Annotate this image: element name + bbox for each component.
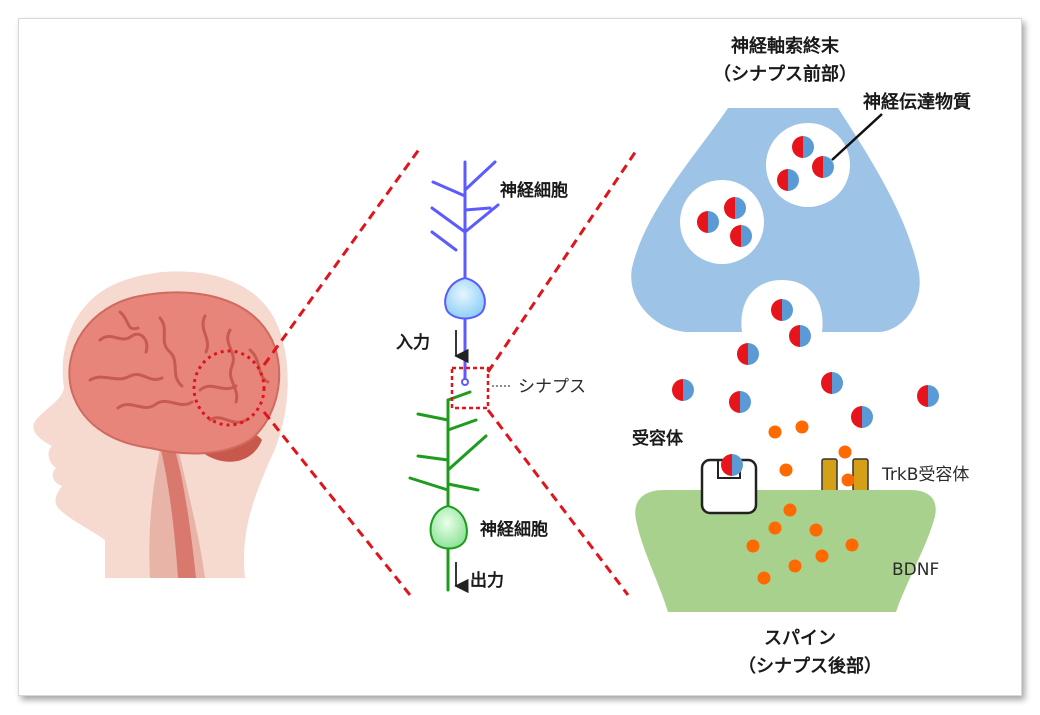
label-trkb-receptor: TrkB受容体 xyxy=(881,465,969,485)
bdnf-molecule xyxy=(768,425,782,439)
neurotransmitter-molecule xyxy=(812,156,834,178)
label-neuron-top: 神経細胞 xyxy=(500,180,568,201)
neurotransmitter-molecule xyxy=(789,325,811,347)
label-neurotransmitter: 神経伝達物質 xyxy=(863,91,971,113)
bdnf-molecule xyxy=(809,523,823,537)
neurotransmitter-molecule xyxy=(917,385,939,407)
neurotransmitter-molecule xyxy=(724,197,746,219)
neurotransmitter-molecule xyxy=(729,391,751,413)
neuron-top xyxy=(430,160,500,382)
brain-focus-circle xyxy=(192,349,266,427)
bdnf-molecules xyxy=(746,420,859,585)
neurotransmitter-molecule xyxy=(697,211,719,233)
label-presynaptic-title: 神経軸索終末 xyxy=(731,35,840,57)
label-spine-sub: （シナプス後部） xyxy=(738,655,882,677)
label-presynaptic-sub: （シナプス前部） xyxy=(713,63,857,85)
neurotransmitter-molecule xyxy=(721,454,743,476)
label-bdnf: BDNF xyxy=(892,560,939,580)
bdnf-molecule xyxy=(757,571,771,585)
vesicle-2 xyxy=(680,180,764,264)
neuron-bottom-soma xyxy=(429,504,468,550)
neurotransmitter-molecule xyxy=(672,379,694,401)
neurotransmitter-molecule xyxy=(851,406,873,428)
brain-sulci xyxy=(88,310,270,424)
zoom-lines xyxy=(262,147,640,596)
neurotransmitter-molecule xyxy=(821,372,843,394)
bdnf-molecule xyxy=(779,463,793,477)
label-input: 入力 xyxy=(396,332,430,353)
spine xyxy=(635,490,936,612)
neurotransmitter-molecule xyxy=(777,169,799,191)
label-output: 出力 xyxy=(470,570,504,591)
neuron-top-soma xyxy=(444,276,486,320)
bdnf-molecule xyxy=(838,445,852,459)
bdnf-molecule xyxy=(815,549,829,563)
bdnf-molecule xyxy=(783,503,797,517)
head-illustration xyxy=(33,271,288,578)
label-neuron-bottom: 神経細胞 xyxy=(480,519,548,540)
neurotransmitter-pointer xyxy=(831,113,883,161)
bdnf-molecule xyxy=(768,521,782,535)
axon-terminal xyxy=(461,378,469,386)
vesicle-1 xyxy=(766,123,850,207)
bdnf-molecule xyxy=(845,538,859,552)
neurotransmitter-molecule xyxy=(792,136,814,158)
bdnf-molecule xyxy=(788,559,802,573)
label-synapse: シナプス xyxy=(518,377,586,397)
label-spine-title: スパイン xyxy=(764,628,836,649)
bdnf-molecule xyxy=(746,539,760,553)
neurotransmitter-molecule xyxy=(730,225,752,247)
synapse-highlight-box xyxy=(450,366,490,410)
neurotransmitters xyxy=(672,136,939,476)
bdnf-molecule xyxy=(841,473,855,487)
bdnf-molecule xyxy=(795,420,809,434)
label-receptor: 受容体 xyxy=(632,428,684,449)
neurotransmitter-molecule xyxy=(771,299,793,321)
brain-stem xyxy=(160,440,196,578)
neuron-bottom xyxy=(408,390,488,592)
neurotransmitter-molecule xyxy=(737,343,759,365)
